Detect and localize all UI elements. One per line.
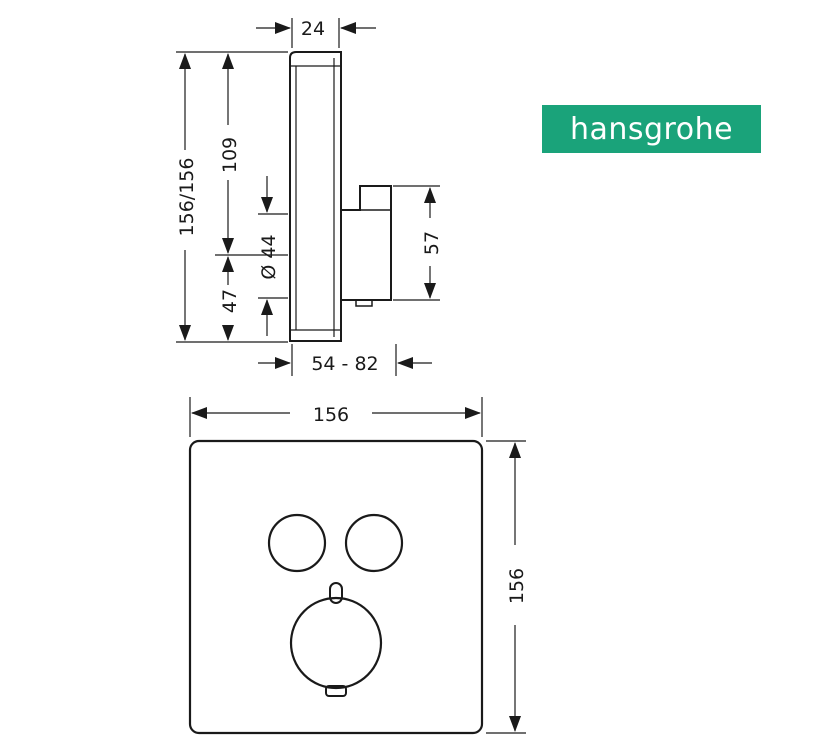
dim-lower-height: 47 bbox=[219, 256, 241, 341]
dim-upper-height-label: 109 bbox=[219, 137, 241, 173]
dim-upper-height: 109 bbox=[219, 53, 241, 254]
brand-logo: hansgrohe bbox=[542, 105, 761, 153]
side-cover-plate bbox=[289, 51, 342, 342]
front-view: 156 156 bbox=[188, 397, 528, 735]
dim-knob-diameter-label: Ø 44 bbox=[258, 234, 280, 279]
dim-install-depth: 54 - 82 bbox=[258, 344, 432, 376]
dim-front-width: 156 bbox=[189, 397, 483, 437]
dim-front-width-label: 156 bbox=[313, 404, 349, 426]
front-cover-plate bbox=[188, 439, 484, 735]
front-button-left bbox=[267, 513, 327, 573]
front-button-right bbox=[344, 513, 404, 573]
dim-total-height-label: 156/156 bbox=[176, 158, 198, 237]
dim-front-height-label: 156 bbox=[506, 568, 528, 604]
dim-lower-height-label: 47 bbox=[219, 289, 241, 313]
dim-depth-panel: 24 bbox=[256, 18, 376, 48]
side-valve-body bbox=[341, 185, 392, 307]
dim-front-height: 156 bbox=[486, 440, 528, 734]
front-thermostat-knob bbox=[289, 582, 383, 697]
dim-total-height: 156/156 bbox=[176, 53, 198, 341]
dim-body-height: 57 bbox=[393, 185, 443, 301]
dim-install-depth-label: 54 - 82 bbox=[311, 353, 378, 375]
dim-depth-panel-label: 24 bbox=[301, 18, 325, 40]
dim-knob-diameter: Ø 44 bbox=[258, 176, 288, 336]
dim-body-height-label: 57 bbox=[421, 231, 443, 255]
side-view: 24 156/156 109 47 bbox=[176, 18, 443, 376]
brand-logo-text: hansgrohe bbox=[569, 111, 734, 147]
